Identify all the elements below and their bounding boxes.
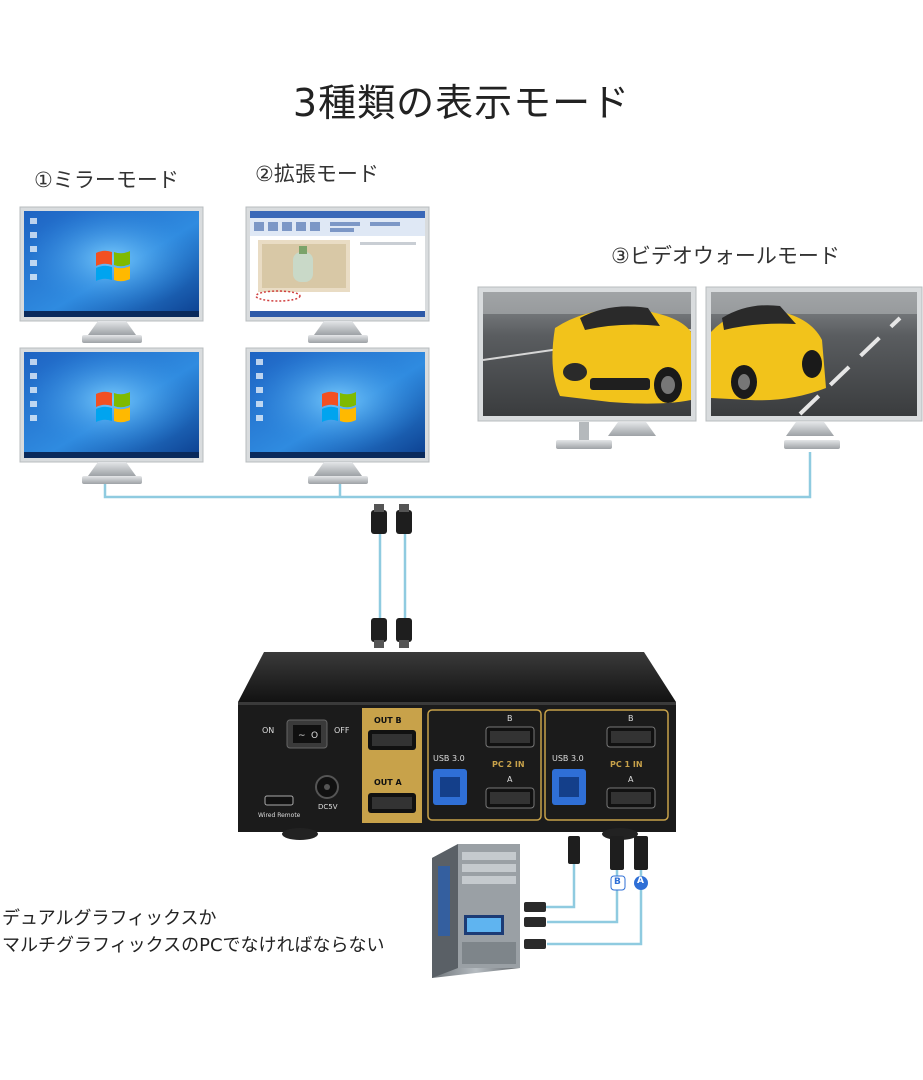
cable-tags — [610, 875, 648, 891]
pc-tower — [432, 844, 546, 978]
monitor-extend-bottom — [245, 347, 430, 484]
pc2-in-label: PC 2 IN — [492, 760, 525, 769]
requirement-note-line2: マルチグラフィックスのPCでなければならない — [2, 935, 385, 956]
pc2-port-a-label: A — [507, 775, 513, 784]
cable-lines — [103, 452, 812, 946]
dc-input-label: DC5V — [318, 803, 338, 811]
pc1-port-a-label: A — [628, 775, 634, 784]
out-b-label: OUT B — [374, 716, 402, 725]
out-a-label: OUT A — [374, 778, 402, 787]
monitor-extend-top — [245, 206, 430, 343]
requirement-note: デュアルグラフィックスか マルチグラフィックスのPCでなければならない — [2, 905, 385, 959]
power-on-label: ON — [262, 726, 275, 735]
power-off-label: OFF — [334, 726, 350, 735]
windows-logo-icon — [96, 391, 130, 423]
windows-logo-icon — [96, 250, 130, 282]
monitor-videowall-right — [705, 286, 923, 449]
mirror-mode-label: ①ミラーモード — [34, 168, 179, 192]
svg-text:~: ~ — [298, 731, 306, 741]
hdmi-plug-icon — [371, 504, 412, 648]
input-cable-plugs — [568, 836, 648, 870]
monitor-videowall-left — [477, 286, 697, 449]
pc2-port-b-label: B — [507, 714, 513, 723]
wired-remote-label: Wired Remote — [258, 812, 301, 819]
requirement-note-line1: デュアルグラフィックスか — [2, 908, 217, 929]
extend-mode-label: ②拡張モード — [255, 162, 379, 186]
windows-logo-icon — [322, 391, 356, 423]
cable-tag-a: A — [637, 876, 644, 886]
pc1-in-label: PC 1 IN — [610, 760, 643, 769]
pc1-port-b-label: B — [628, 714, 634, 723]
monitor-mirror-bottom — [19, 347, 204, 484]
monitor-mirror-top — [19, 206, 204, 343]
usb-label-pc1: USB 3.0 — [552, 754, 584, 763]
videowall-mode-label: ③ビデオウォールモード — [611, 244, 840, 268]
page-title: 3種類の表示モード — [292, 81, 631, 125]
usb-label-pc2: USB 3.0 — [433, 754, 465, 763]
svg-text:O: O — [311, 731, 318, 741]
cable-tag-b: B — [614, 877, 621, 887]
kvm-switch: ~ O — [238, 652, 676, 840]
